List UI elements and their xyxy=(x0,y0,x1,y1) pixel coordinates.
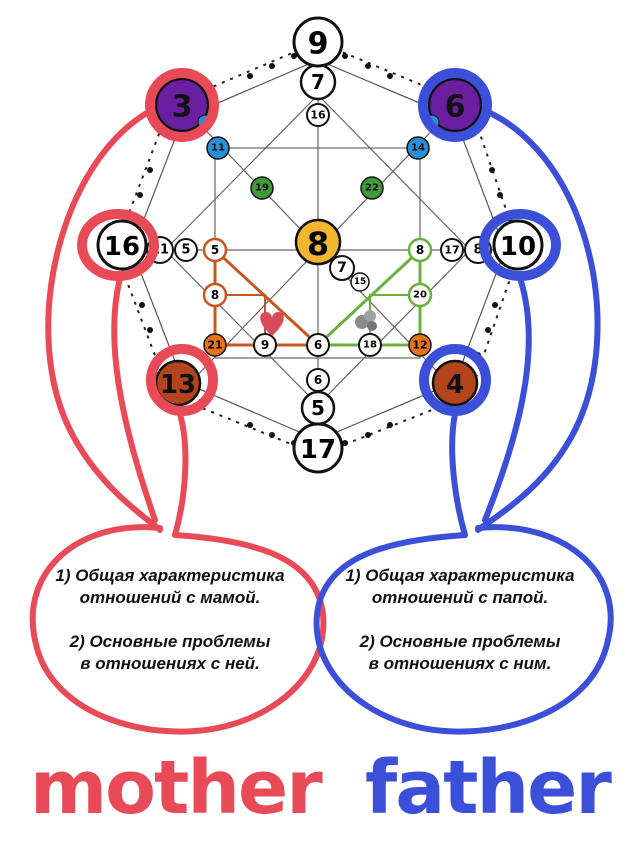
heart-icon xyxy=(260,312,284,336)
svg-text:3: 3 xyxy=(172,90,193,125)
father-title: father xyxy=(365,745,612,831)
svg-text:15: 15 xyxy=(354,277,367,287)
money-icon xyxy=(355,310,377,331)
center-small-2-node: 15 xyxy=(350,272,370,292)
left-triangle xyxy=(213,246,322,347)
svg-text:6: 6 xyxy=(445,90,466,125)
svg-text:6: 6 xyxy=(314,373,322,387)
father-note-line1b: отношений с папой. xyxy=(371,588,549,607)
svg-text:14: 14 xyxy=(411,143,425,154)
svg-text:8: 8 xyxy=(307,225,329,263)
diag-ur-1-node: 14 xyxy=(406,136,430,160)
svg-text:8: 8 xyxy=(211,288,219,302)
svg-text:9: 9 xyxy=(308,27,329,62)
svg-text:6: 6 xyxy=(314,338,322,352)
mother-note: 1) Общая характеристика отношений с мамо… xyxy=(45,565,295,675)
mother-note-line1b: отношений с мамой. xyxy=(79,588,261,607)
svg-text:16: 16 xyxy=(104,232,140,262)
center-bottom-node: 6 xyxy=(306,333,330,357)
diag-ul-1-node: 11 xyxy=(206,136,230,160)
father-outline xyxy=(313,68,614,735)
svg-text:16: 16 xyxy=(310,109,326,122)
left-tri-mid-node: 8 xyxy=(202,282,228,308)
mother-outline xyxy=(29,68,327,735)
svg-text:10: 10 xyxy=(500,232,536,262)
right-tri-top-node: 8 xyxy=(407,237,433,263)
diag-ul-2-node: 19 xyxy=(250,176,274,200)
left-3-node: 5 xyxy=(174,238,198,262)
svg-text:11: 11 xyxy=(211,143,225,154)
right-tri-b2-node: 18 xyxy=(358,333,382,357)
age-dots xyxy=(125,53,513,446)
diag-ur-2-node: 22 xyxy=(360,176,384,200)
svg-text:21: 21 xyxy=(207,339,222,352)
svg-text:4: 4 xyxy=(446,370,464,400)
left-tri-bottom-node: 21 xyxy=(203,333,227,357)
top-2-node: 7 xyxy=(299,63,337,101)
right-node: 10 xyxy=(492,219,544,271)
center-small-1-node: 7 xyxy=(329,255,355,281)
svg-text:17: 17 xyxy=(300,435,336,465)
left-node: 16 xyxy=(96,219,148,271)
svg-text:19: 19 xyxy=(255,183,269,194)
mother-note-line1a: 1) Общая характеристика xyxy=(55,566,285,585)
top-3-node: 16 xyxy=(306,103,330,127)
father-note-line2a: 2) Основные проблемы xyxy=(359,632,561,651)
svg-text:8: 8 xyxy=(416,243,424,257)
bottom-2-node: 5 xyxy=(300,390,336,426)
top-node: 9 xyxy=(292,16,344,68)
svg-text:22: 22 xyxy=(365,183,379,194)
left-tri-top-node: 5 xyxy=(202,237,228,263)
father-note-line1a: 1) Общая характеристика xyxy=(345,566,575,585)
left-tri-b2-node: 9 xyxy=(253,333,277,357)
svg-text:9: 9 xyxy=(261,338,269,352)
father-note-line2b: в отношениях с ним. xyxy=(368,654,552,673)
right-tri-mid-node: 20 xyxy=(407,282,433,308)
father-note: 1) Общая характеристика отношений с папо… xyxy=(335,565,585,675)
svg-text:5: 5 xyxy=(181,243,190,258)
mother-note-line2b: в отношениях с ней. xyxy=(80,654,260,673)
center-node: 8 xyxy=(294,218,342,266)
svg-text:7: 7 xyxy=(311,70,325,94)
bottom-node: 17 xyxy=(292,422,344,474)
right-tri-bottom-node: 12 xyxy=(408,333,432,357)
lower-right-node: 4 xyxy=(431,359,479,407)
bottom-3-node: 6 xyxy=(306,368,330,392)
svg-text:5: 5 xyxy=(311,396,325,420)
right-2-node: 17 xyxy=(440,238,464,262)
svg-text:13: 13 xyxy=(160,370,196,400)
mother-title: mother xyxy=(30,745,323,831)
upper-left-node: 3 xyxy=(154,77,213,133)
svg-text:17: 17 xyxy=(444,244,459,257)
svg-text:5: 5 xyxy=(211,243,219,257)
svg-text:12: 12 xyxy=(412,339,427,352)
svg-text:7: 7 xyxy=(337,260,347,276)
svg-text:8: 8 xyxy=(473,243,482,258)
svg-text:20: 20 xyxy=(413,290,427,301)
mother-note-line2a: 2) Основные проблемы xyxy=(69,632,271,651)
svg-text:18: 18 xyxy=(363,340,377,351)
lower-left-node: 13 xyxy=(154,359,202,407)
